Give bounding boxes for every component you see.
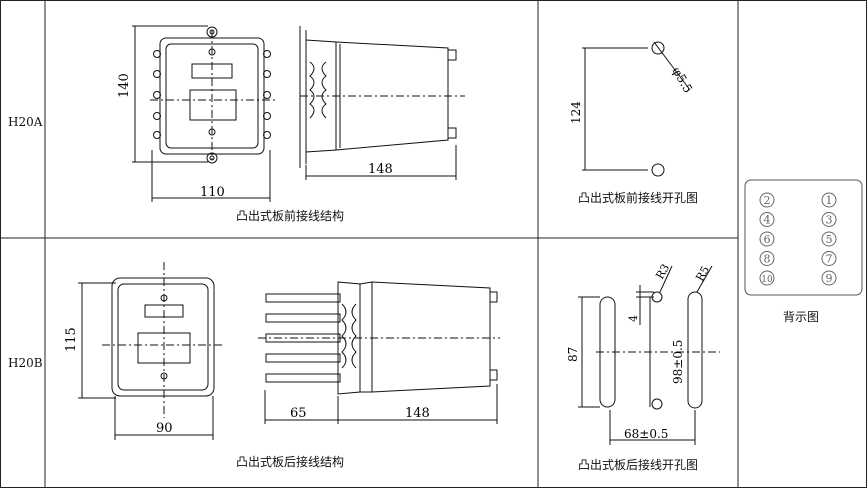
dim-a-height: 140: [117, 73, 132, 98]
caption-rear-structure: 凸出式板后接线结构: [235, 455, 345, 469]
dim-b-depth: 148: [405, 406, 430, 421]
terminal-circle: [759, 270, 775, 286]
dim-b-width: 90: [156, 421, 173, 436]
caption-front-structure: 凸出式板前接线结构: [235, 209, 345, 223]
terminal-number: 9: [826, 272, 833, 285]
terminal-number: 2: [764, 194, 771, 207]
terminal-circle: [759, 251, 775, 266]
terminal-circle: [821, 231, 837, 247]
terminal-circle: [821, 251, 837, 266]
dim-b-slot-offset: 68±0.5: [624, 427, 668, 441]
dim-b-height: 115: [64, 327, 79, 352]
terminal-number: 7: [826, 253, 833, 266]
terminal-number: 10: [761, 275, 773, 285]
terminal-number: 5: [826, 233, 833, 246]
caption-rear-cutout: 凸出式板后接线开孔图: [577, 458, 699, 472]
terminal-number: 4: [764, 214, 771, 227]
dim-a-hole-spacing: 124: [569, 101, 583, 124]
dim-b-slot-spacing: 98±0.5: [671, 340, 685, 384]
caption-back-view: 背示图: [782, 310, 820, 324]
terminal-circle: [821, 212, 837, 227]
terminal-circle: [821, 270, 837, 286]
dim-b-depth-front: 65: [290, 406, 307, 421]
terminal-circle: [821, 192, 837, 208]
row-label-h20b: H20B: [8, 356, 43, 370]
dim-b-slot-height: 87: [566, 347, 580, 362]
terminal-circle: [759, 231, 775, 247]
terminal-circle: [759, 212, 775, 227]
terminal-number: 8: [764, 253, 771, 266]
dim-b-step: 4: [627, 315, 640, 322]
terminal-number: 3: [826, 214, 833, 227]
row-label-h20a: H20A: [8, 115, 43, 129]
terminal-circle: [759, 192, 775, 208]
terminal-number: 6: [764, 233, 771, 246]
dim-a-width: 110: [200, 185, 225, 200]
terminal-number: 1: [826, 194, 833, 207]
dim-a-depth: 148: [368, 162, 393, 177]
caption-front-cutout: 凸出式板前接线开孔图: [577, 191, 699, 205]
